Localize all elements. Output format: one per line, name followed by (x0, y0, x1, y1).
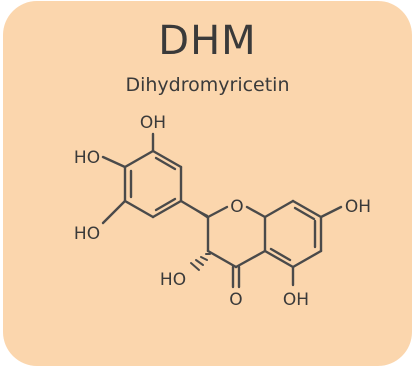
bond-a-double-2 (154, 197, 177, 212)
hashed-bond (190, 253, 211, 271)
bond-a-double-1 (154, 156, 177, 171)
bond-b-double-1 (293, 206, 316, 221)
bond-lines (101, 132, 343, 289)
bond-oh-right (319, 205, 343, 219)
bond-a3 (151, 199, 183, 219)
bond-ho-lower (101, 199, 127, 225)
hash-4 (190, 262, 200, 271)
label-carbonyl-o: O (229, 290, 242, 310)
label-ho-lower-left: HO (74, 224, 100, 244)
molecule-abbreviation: DHM (158, 18, 257, 64)
bond-c1 (206, 205, 229, 219)
structural-formula: OH HO HO O OH HO O OH (74, 113, 371, 310)
atom-labels: OH HO HO O OH HO O OH (74, 113, 371, 310)
bond-b4 (291, 249, 323, 269)
bond-b1 (263, 199, 295, 219)
label-oh-bottom: OH (283, 290, 309, 310)
hash-3 (195, 259, 204, 266)
bond-a4 (123, 199, 155, 219)
bond-c5 (206, 249, 238, 269)
label-oh-right: OH (345, 197, 371, 217)
bond-c4 (234, 249, 267, 269)
bond-b5 (263, 249, 295, 269)
bond-a6 (123, 149, 155, 169)
molecule-name: Dihydromyricetin (125, 74, 290, 96)
molecule-card: DHM Dihydromyricetin (3, 1, 412, 366)
bond-ho-upper (101, 155, 127, 169)
wedge-bond (181, 201, 208, 219)
label-ho-chiral: HO (160, 270, 186, 290)
hash-2 (200, 256, 208, 261)
label-ho-upper-left: HO (74, 148, 100, 168)
bond-b2 (291, 199, 323, 219)
bond-b-double-3 (269, 247, 292, 262)
label-ring-o: O (230, 197, 243, 217)
label-oh-top: OH (140, 113, 166, 133)
bond-a1 (151, 149, 183, 169)
bond-c2 (245, 205, 267, 219)
